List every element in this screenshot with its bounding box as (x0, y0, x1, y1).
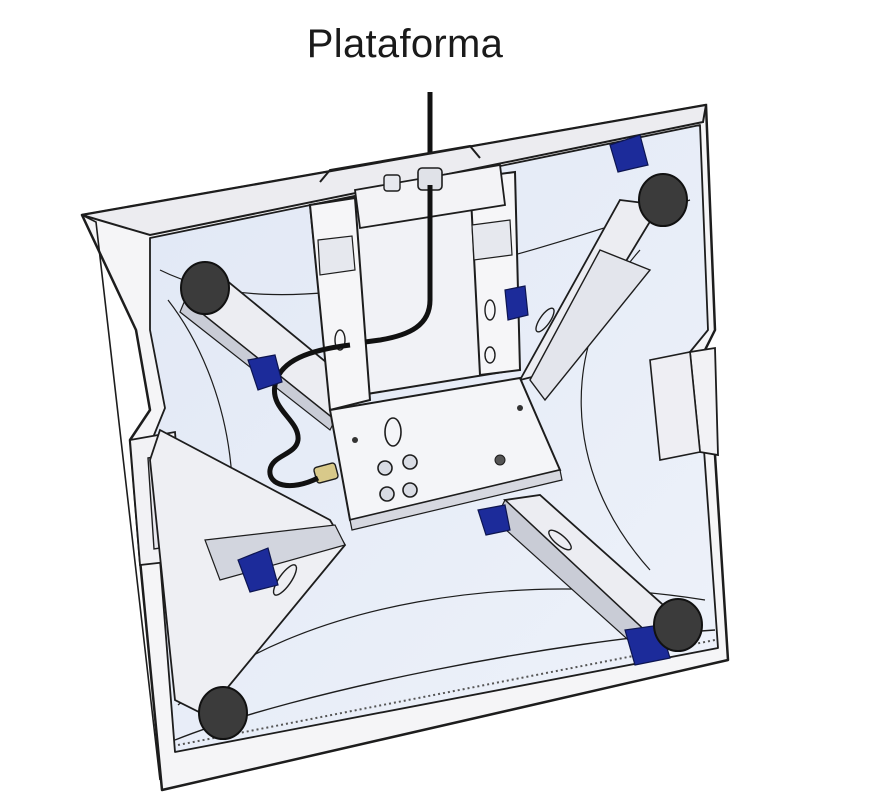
callout-label: Plataforma (306, 22, 504, 66)
blue-clips (237, 134, 671, 666)
cable (267, 185, 433, 488)
feet (180, 173, 703, 740)
central-bracket (308, 163, 563, 531)
